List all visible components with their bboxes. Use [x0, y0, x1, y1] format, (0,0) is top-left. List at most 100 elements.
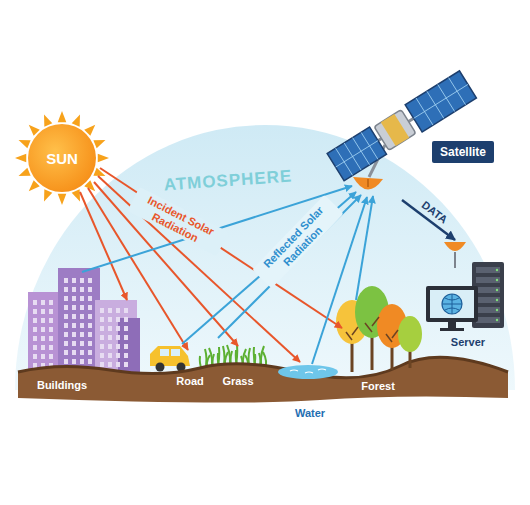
sun-ray	[93, 140, 105, 148]
screen	[430, 290, 474, 318]
window	[33, 336, 37, 341]
ground-dish	[444, 242, 466, 251]
window	[116, 326, 120, 331]
window	[64, 314, 68, 319]
window	[49, 354, 53, 359]
shape	[80, 192, 127, 300]
rack-slot	[476, 287, 500, 293]
window	[33, 327, 37, 332]
edge-label: DATA	[419, 198, 450, 226]
window	[33, 300, 37, 305]
shape	[182, 192, 356, 344]
surface-label: Road	[165, 375, 215, 388]
window	[49, 309, 53, 314]
sun-ray	[98, 154, 109, 163]
window	[49, 300, 53, 305]
window	[72, 341, 76, 346]
window	[80, 305, 84, 310]
window	[64, 305, 68, 310]
monitor	[426, 286, 478, 322]
window	[116, 335, 120, 340]
window	[124, 353, 128, 358]
shape	[356, 196, 373, 300]
shape	[94, 182, 238, 346]
surface-label: Forest	[348, 380, 408, 393]
window	[80, 296, 84, 301]
sun-ray	[58, 111, 67, 122]
window	[49, 318, 53, 323]
globe	[442, 294, 462, 314]
window	[108, 326, 112, 331]
window	[80, 314, 84, 319]
window	[80, 341, 84, 346]
sun-circle: SUN	[28, 124, 96, 192]
window	[41, 309, 45, 314]
rack-slot	[476, 317, 500, 323]
window	[100, 317, 104, 322]
monitor-stand	[448, 322, 456, 328]
region-label: ATMOSPHERE	[148, 166, 309, 197]
window	[88, 341, 92, 346]
window	[100, 326, 104, 331]
buildings	[28, 268, 140, 376]
window	[108, 353, 112, 358]
window	[64, 323, 68, 328]
window	[80, 278, 84, 283]
reflected-rays	[82, 186, 373, 364]
window	[88, 314, 92, 319]
window	[88, 350, 92, 355]
ray-label: Incident Solar Radiation	[127, 187, 228, 257]
window	[108, 308, 112, 313]
window	[64, 359, 68, 364]
window	[80, 359, 84, 364]
shape	[33, 278, 128, 368]
window	[88, 359, 92, 364]
window	[116, 362, 120, 367]
window	[116, 317, 120, 322]
sun-label: SUN	[46, 150, 78, 167]
window	[72, 314, 76, 319]
globe-lines	[442, 294, 462, 314]
window	[124, 326, 128, 331]
rack-led	[496, 309, 498, 311]
window	[49, 327, 53, 332]
window	[49, 336, 53, 341]
window	[116, 353, 120, 358]
window	[80, 350, 84, 355]
window	[100, 353, 104, 358]
surface-label: Grass	[213, 375, 263, 388]
rack-led	[496, 289, 498, 291]
shape	[150, 346, 190, 366]
window	[100, 344, 104, 349]
dish-stem	[454, 252, 456, 268]
window	[72, 323, 76, 328]
window	[124, 344, 128, 349]
window	[124, 362, 128, 367]
shape	[218, 195, 361, 338]
window	[100, 362, 104, 367]
ray-label: Reflected Solar Radiation	[252, 195, 344, 289]
satellite-body	[327, 71, 476, 181]
window	[41, 345, 45, 350]
surface-label: Water	[280, 407, 340, 420]
bus	[374, 110, 416, 151]
shape	[398, 316, 422, 352]
window	[72, 305, 76, 310]
rack-led	[496, 279, 498, 281]
window	[88, 278, 92, 283]
sun-ray	[44, 189, 52, 201]
ground	[18, 357, 508, 402]
water-pond	[278, 365, 338, 379]
sun-ray	[72, 189, 80, 201]
window	[41, 300, 45, 305]
window	[72, 287, 76, 292]
window	[88, 323, 92, 328]
rack-led	[496, 319, 498, 321]
shape	[58, 268, 100, 376]
window	[88, 287, 92, 292]
rack-slot	[476, 267, 500, 273]
window	[41, 336, 45, 341]
incident-rays	[80, 168, 342, 362]
